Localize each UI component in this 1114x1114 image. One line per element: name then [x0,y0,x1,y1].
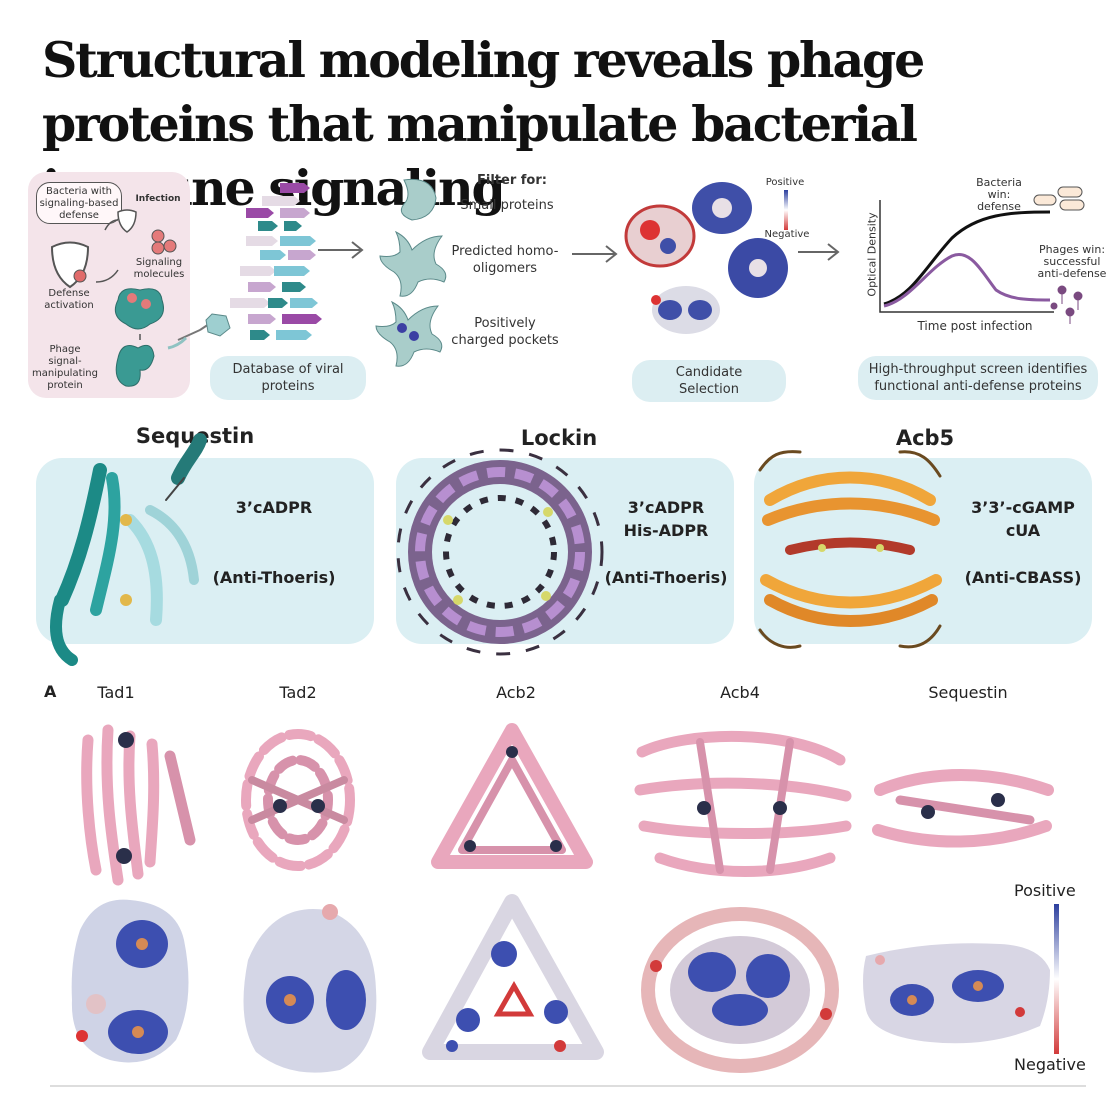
defense-label: Defense activation [44,288,94,311]
structure-label-sequestin: Sequestin [928,683,1008,702]
plot-xlabel: Time post infection [917,319,1033,333]
structure-label-tad2: Tad2 [279,683,317,702]
lockin-structure [396,448,604,656]
small-shield-icon [117,209,137,233]
sequestin-surface [863,943,1050,1044]
lockin-ligand-2: His-ADPR [623,521,709,540]
positive-pocket-icon [397,323,407,333]
acb4-surface [641,907,839,1073]
acb2-surface [422,894,604,1060]
charge-negative-label: Negative [764,229,810,240]
signal-molecule-icon [151,241,165,255]
bacteria-win-label: Bacteria win: defense [976,176,1022,213]
acb5-ligand-2: cUA [1005,521,1041,540]
phage-win-curve [883,252,1051,308]
tad2-ribbon [241,729,355,871]
arrow-right-icon [572,245,618,263]
tad1-ribbon [81,724,196,886]
charge-positive-label: Positive [765,177,805,188]
tad2-surface [243,904,377,1073]
bacteria-cell-icon [1033,186,1085,211]
bound-molecule-icon [141,299,151,309]
charged-pocket-icon [375,300,443,367]
lockin-title: Lockin [520,426,598,450]
acb5-title: Acb5 [895,426,955,450]
bound-molecule-icon [127,293,137,303]
charge-gradient-bar [784,190,788,230]
small-protein-icon [400,178,437,221]
sequestin-ligand: 3’cADPR [235,498,313,517]
plot-axes [879,200,1054,313]
oligomer-icon [379,230,447,297]
phages-win-label: Phages win: successful anti-defense [1037,243,1107,280]
structure-label-tad1: Tad1 [97,683,135,702]
tad1-surface [71,899,189,1063]
structure-label-acb4: Acb4 [720,683,760,702]
panel-letter: A [44,682,57,701]
lockin-ligand-1: 3’cADPR [627,498,705,517]
acb5-system: (Anti-CBASS) [964,568,1082,587]
legend-positive-label: Positive [1014,881,1076,900]
acb2-ribbon [431,723,593,869]
acb5-ligand-1: 3’3’-cGAMP [971,498,1075,517]
phage-protein-label: Phage signal-manipulating protein [32,344,98,391]
phage-cluster-icon [1050,285,1083,324]
defense-molecule-icon [73,269,87,283]
bacteria-label: Bacteria with signaling-based defense [36,182,122,224]
sequestin-structure [50,433,207,666]
arrow-right-icon [318,241,364,259]
phage-protein-icon [115,344,155,387]
positive-pocket-icon [409,331,419,341]
filter-item-oligomer: Predicted homo-oligomers [451,244,559,276]
legend-negative-label: Negative [1014,1055,1086,1074]
acb5-structure [758,450,942,649]
database-pill: Database of viral proteins [210,356,366,400]
filter-item-pockets: Positively charged pockets [451,316,559,348]
structure-label-acb2: Acb2 [496,683,536,702]
arrow-blocks [230,183,322,340]
screen-pill: High-throughput screen identifies functi… [858,356,1098,400]
bacteria-win-curve [883,210,1051,306]
surface-charge-legend-bar [1054,904,1059,1054]
filter-item-small: Small proteins [460,198,554,213]
arrow-right-icon [798,243,840,261]
lockin-system: (Anti-Thoeris) [604,568,728,587]
sequestin-system: (Anti-Thoeris) [212,568,336,587]
sequestin-ribbon [872,769,1054,848]
signaling-label: Signaling molecules [133,257,185,280]
candidate-pill: Candidate Selection [632,360,786,402]
infection-label: Infection [135,194,181,204]
acb4-ribbon [634,730,852,877]
filter-heading: Filter for: [477,173,547,188]
